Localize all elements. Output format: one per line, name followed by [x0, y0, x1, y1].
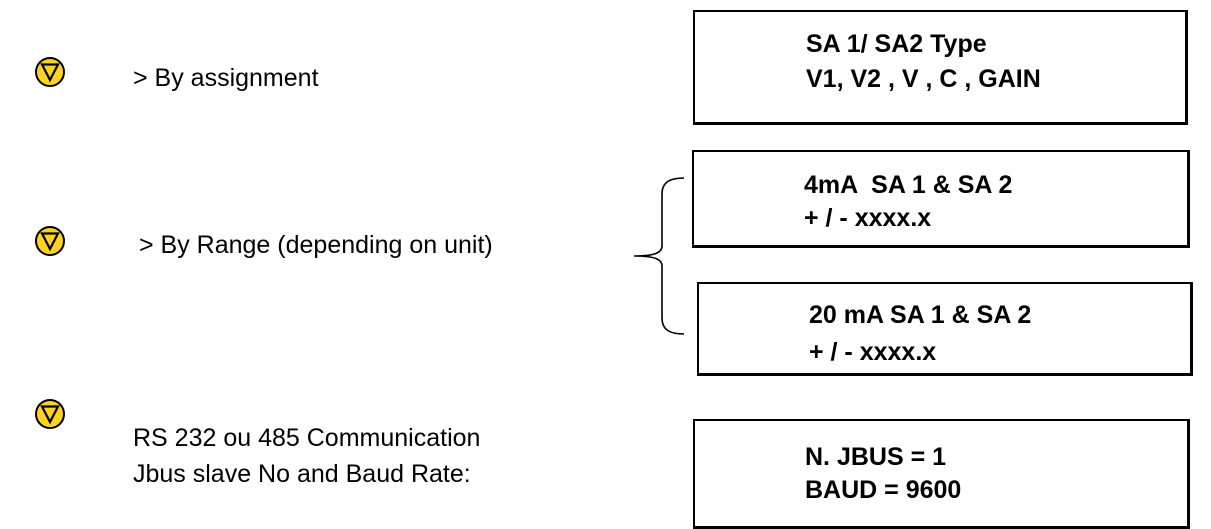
down-button-step-1[interactable] [35, 57, 65, 87]
step-1-description: > By assignment [133, 64, 319, 92]
step-3-description-line-1: RS 232 ou 485 Communication [133, 424, 481, 452]
display-line: + / - xxxx.x [804, 204, 932, 232]
display-line: N. JBUS = 1 [805, 443, 947, 471]
down-button-step-3[interactable] [35, 399, 65, 429]
down-triangle-icon [40, 63, 60, 83]
step-3-description-line-2: Jbus slave No and Baud Rate: [133, 460, 471, 488]
display-line: SA 1/ SA2 Type [806, 30, 987, 58]
display-line: 4mA SA 1 & SA 2 [804, 171, 1013, 199]
display-4ma-range: 4mA SA 1 & SA 2 + / - xxxx.x [692, 150, 1190, 248]
down-triangle-icon [40, 232, 60, 252]
display-sa-type: SA 1/ SA2 Type V1, V2 , V , C , GAIN [693, 10, 1188, 125]
display-jbus-baud: N. JBUS = 1 BAUD = 9600 [693, 419, 1190, 529]
display-line: + / - xxxx.x [809, 338, 937, 366]
down-triangle-icon [40, 405, 60, 425]
display-line: 20 mA SA 1 & SA 2 [809, 301, 1032, 329]
curly-brace [633, 177, 685, 335]
down-button-step-2[interactable] [35, 226, 65, 256]
display-line: V1, V2 , V , C , GAIN [806, 65, 1041, 93]
step-2-description: > By Range (depending on unit) [139, 231, 493, 259]
display-line: BAUD = 9600 [805, 476, 962, 504]
display-20ma-range: 20 mA SA 1 & SA 2 + / - xxxx.x [697, 282, 1193, 376]
